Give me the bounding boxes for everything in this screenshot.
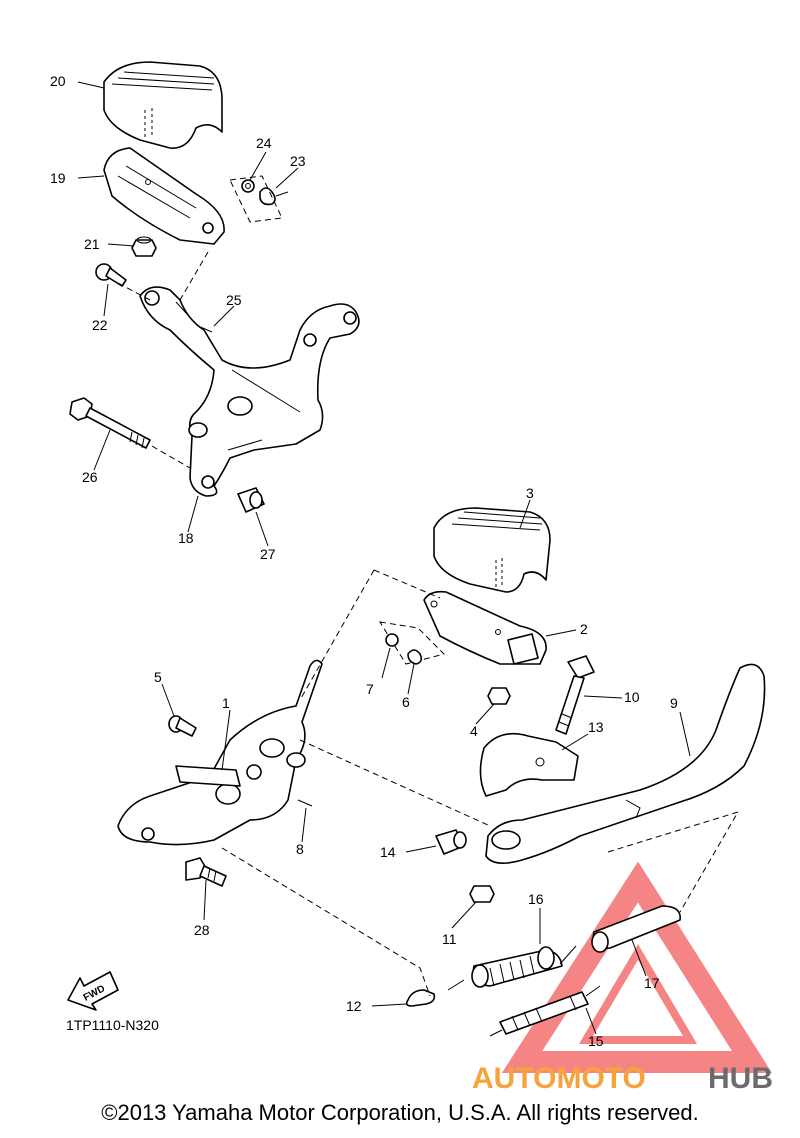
callout-12: 12 bbox=[346, 998, 362, 1014]
callout-21: 21 bbox=[84, 236, 100, 252]
collar-14 bbox=[435, 829, 467, 855]
footrest-bracket-19 bbox=[103, 147, 225, 245]
callout-10: 10 bbox=[624, 689, 640, 705]
callout-labels: 20 19 24 23 21 22 25 26 18 27 3 2 7 6 4 … bbox=[50, 73, 678, 1049]
diagram-code: 1TP1110-N320 bbox=[66, 1017, 159, 1033]
leader-lines bbox=[77, 81, 691, 1035]
callout-18: 18 bbox=[178, 530, 194, 546]
pin-5 bbox=[168, 715, 197, 737]
bolt-28 bbox=[185, 857, 227, 887]
washer-24 bbox=[241, 179, 255, 193]
collar-27 bbox=[237, 487, 265, 513]
spring-15 bbox=[489, 985, 601, 1037]
callout-28: 28 bbox=[194, 922, 210, 938]
callout-9: 9 bbox=[670, 695, 678, 711]
callout-17: 17 bbox=[644, 975, 660, 991]
spring-6 bbox=[407, 649, 423, 665]
callout-24: 24 bbox=[256, 135, 272, 151]
callout-27: 27 bbox=[260, 546, 276, 562]
bolt-10 bbox=[555, 655, 595, 735]
callout-20: 20 bbox=[50, 73, 66, 89]
main-stand-bracket-1 bbox=[117, 659, 323, 846]
footrest-rubber-3 bbox=[433, 507, 551, 593]
cotter-pin-8 bbox=[297, 799, 313, 807]
callout-11: 11 bbox=[442, 931, 457, 947]
assembly-lines bbox=[115, 251, 740, 997]
callout-23: 23 bbox=[290, 153, 306, 169]
spring-23 bbox=[259, 187, 289, 206]
callout-1: 1 bbox=[222, 695, 230, 711]
side-stand-9 bbox=[485, 663, 766, 864]
nut-4 bbox=[487, 687, 511, 705]
callout-3: 3 bbox=[526, 485, 534, 501]
footrest-stay-18 bbox=[139, 286, 360, 497]
spring-16 bbox=[447, 945, 577, 991]
pin-22 bbox=[95, 263, 127, 287]
callout-7: 7 bbox=[366, 681, 374, 697]
callout-14: 14 bbox=[380, 844, 396, 860]
callout-25: 25 bbox=[226, 292, 242, 308]
callout-26: 26 bbox=[82, 469, 98, 485]
nut-11 bbox=[469, 885, 495, 903]
callout-5: 5 bbox=[154, 669, 162, 685]
callout-19: 19 bbox=[50, 170, 66, 186]
footrest-bracket-2 bbox=[423, 590, 547, 665]
clip-12 bbox=[405, 989, 436, 1007]
callout-13: 13 bbox=[588, 719, 604, 735]
callout-2: 2 bbox=[580, 621, 588, 637]
callout-22: 22 bbox=[92, 317, 108, 333]
fwd-arrow-icon: FWD bbox=[67, 971, 119, 1011]
callout-6: 6 bbox=[402, 694, 410, 710]
callout-16: 16 bbox=[528, 891, 544, 907]
footrest-rubber-20 bbox=[103, 61, 223, 149]
bolt-26 bbox=[69, 397, 151, 449]
callout-8: 8 bbox=[296, 841, 304, 857]
pipe-17 bbox=[591, 905, 681, 953]
watermark-logo bbox=[501, 861, 772, 1073]
callout-15: 15 bbox=[588, 1033, 604, 1049]
washer-7 bbox=[385, 633, 399, 647]
watermark-text-b: HUB bbox=[708, 1062, 773, 1095]
bracket-13 bbox=[479, 732, 579, 797]
watermark-text-a: AUTOMOTO bbox=[472, 1062, 646, 1095]
watermark-text: AUTOMOTO HUB bbox=[472, 1062, 773, 1095]
callout-4: 4 bbox=[470, 723, 478, 739]
copyright-notice: ©2013 Yamaha Motor Corporation, U.S.A. A… bbox=[101, 1100, 699, 1125]
nut-21 bbox=[131, 236, 157, 257]
